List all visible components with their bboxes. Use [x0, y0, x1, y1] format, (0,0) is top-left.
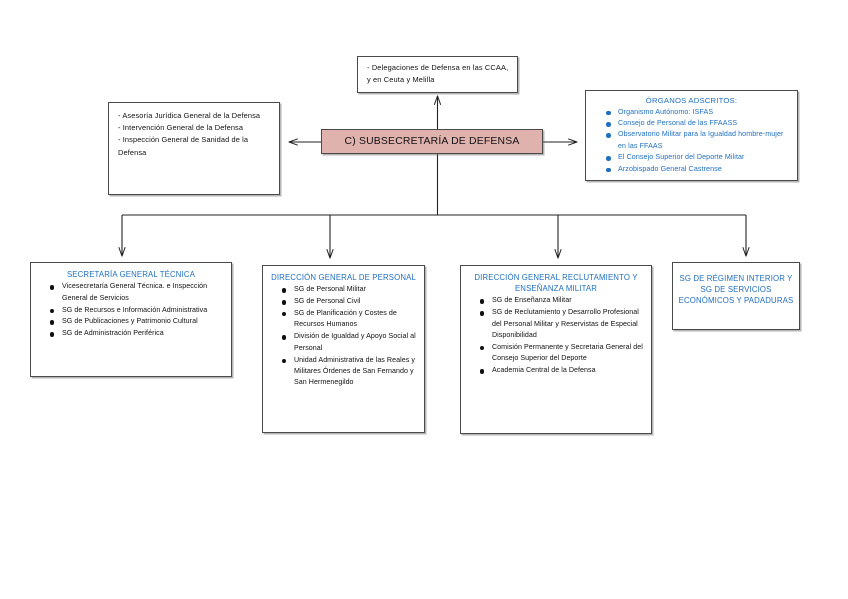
- list-item: Consejo de Personal de las FFAASS: [606, 118, 793, 129]
- asesoria-line-3: - Inspección General de Sanidad de la De…: [118, 135, 249, 157]
- list-item: SG de Planificación y Costes de Recursos…: [282, 308, 419, 331]
- node-direccion-general-personal[interactable]: DIRECCIÓN GENERAL DE PERSONAL SG de Pers…: [262, 265, 425, 433]
- branch-list: SG de Personal Militar SG de Personal Ci…: [268, 284, 419, 389]
- delegaciones-text: - Delegaciones de Defensa en las CCAA, y…: [367, 63, 509, 84]
- list-item: Academia Central de la Defensa: [480, 365, 646, 376]
- list-item: El Consejo Superior del Deporte Militar: [606, 152, 793, 163]
- branch-title: SG DE RÉGIMEN INTERIOR Y SG DE SERVICIOS…: [678, 274, 794, 306]
- node-direccion-general-reclutamiento[interactable]: DIRECCIÓN GENERAL RECLUTAMIENTO Y ENSEÑA…: [460, 265, 652, 434]
- list-item: Organismo Autónomo: ISFAS: [606, 107, 793, 118]
- list-item: Vicesecretaría General Técnica. e Inspec…: [50, 281, 226, 304]
- node-organos-adscritos[interactable]: ÓRGANOS ADSCRITOS: Organismo Autónomo: I…: [585, 90, 798, 181]
- list-item: SG de Publicaciones y Patrimonio Cultura…: [50, 316, 226, 327]
- node-asesoria-juridica[interactable]: - Asesoría Jurídica General de la Defens…: [108, 102, 280, 195]
- list-item: División de Igualdad y Apoyo Social al P…: [282, 331, 419, 354]
- list-item: Arzobispado General Castrense: [606, 164, 793, 175]
- list-item: Unidad Administrativa de las Reales y Mi…: [282, 355, 419, 389]
- branch-title: DIRECCIÓN GENERAL RECLUTAMIENTO Y ENSEÑA…: [474, 273, 638, 294]
- node-subsecretaria-defensa[interactable]: C) SUBSECRETARÍA DE DEFENSA: [321, 129, 543, 154]
- branch-title: DIRECCIÓN GENERAL DE PERSONAL: [271, 273, 416, 282]
- list-item: SG de Enseñanza Militar: [480, 295, 646, 306]
- organos-list: Organismo Autónomo: ISFAS Consejo de Per…: [590, 107, 793, 175]
- list-item: SG de Personal Civil: [282, 296, 419, 307]
- list-item: Observatorio Militar para la Igualdad ho…: [606, 129, 793, 152]
- branch-list: SG de Enseñanza Militar SG de Reclutamie…: [466, 295, 646, 376]
- node-secretaria-general-tecnica[interactable]: SECRETARÍA GENERAL TÉCNICA Vicesecretarí…: [30, 262, 232, 377]
- asesoria-line-2: - Intervención General de la Defensa: [118, 123, 244, 133]
- list-item: SG de Administración Periférica: [50, 328, 226, 339]
- list-item: SG de Personal Militar: [282, 284, 419, 295]
- list-item: Comisión Permanente y Secretaria General…: [480, 342, 646, 365]
- list-item: SG de Reclutamiento y Desarrollo Profesi…: [480, 307, 646, 341]
- node-delegaciones-defensa[interactable]: - Delegaciones de Defensa en las CCAA, y…: [357, 56, 518, 93]
- asesoria-line-1: - Asesoría Jurídica General de la Defens…: [118, 111, 261, 120]
- node-sg-regimen-interior[interactable]: SG DE RÉGIMEN INTERIOR Y SG DE SERVICIOS…: [672, 262, 800, 330]
- list-item: SG de Recursos e Información Administrat…: [50, 305, 226, 316]
- organos-title: ÓRGANOS ADSCRITOS:: [645, 96, 738, 105]
- root-label: C) SUBSECRETARÍA DE DEFENSA: [344, 136, 520, 147]
- branch-list: Vicesecretaría General Técnica. e Inspec…: [36, 281, 226, 340]
- branch-title: SECRETARÍA GENERAL TÉCNICA: [66, 270, 196, 279]
